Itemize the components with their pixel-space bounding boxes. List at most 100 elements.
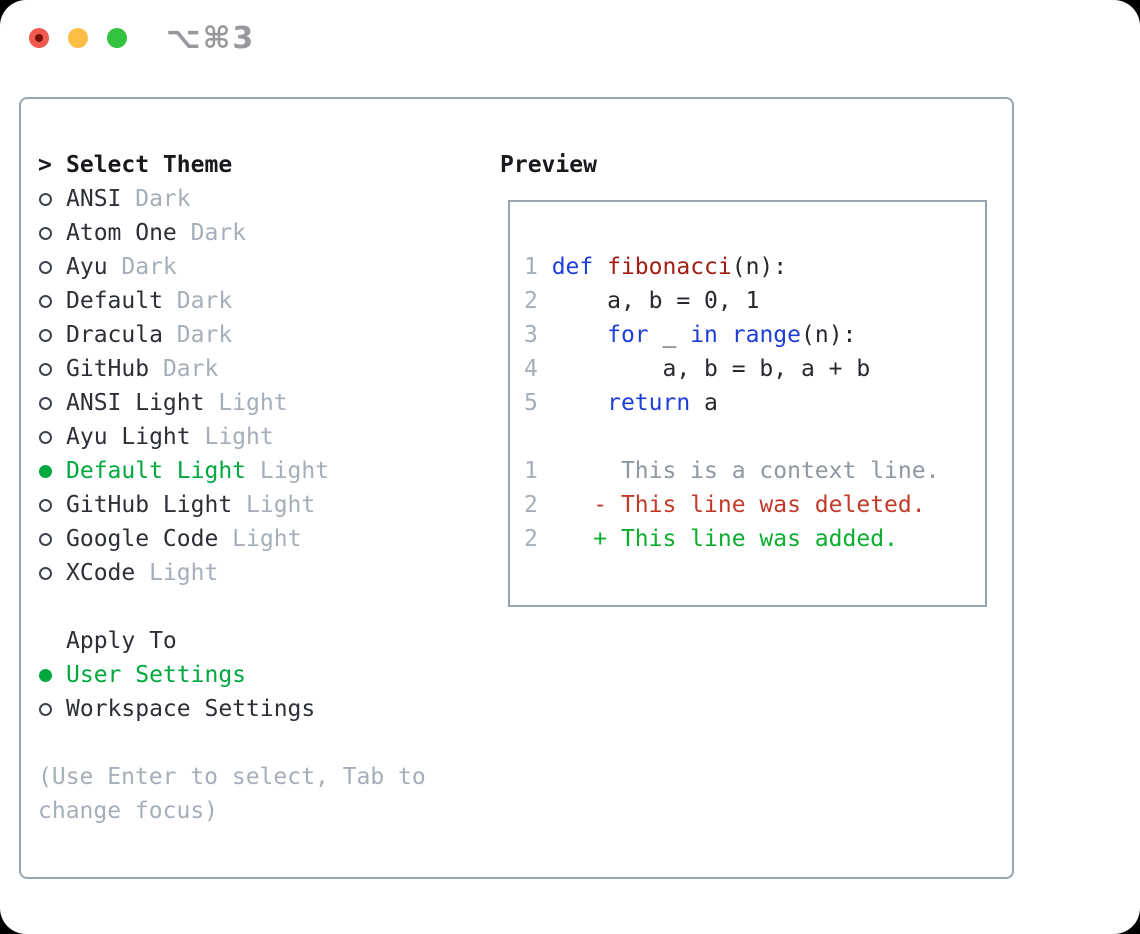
theme-variant: Dark [162,288,233,314]
radio-off-icon [38,284,66,318]
theme-option-xcode[interactable]: XCode Light [38,556,329,590]
theme-name: Default Light [66,458,247,484]
radio-off-icon [38,250,66,284]
theme-name: Ayu Light [66,424,191,450]
theme-name: XCode [66,560,136,586]
radio-circle [39,532,52,546]
radio-off-icon [38,318,66,352]
line-number: 2 [524,492,552,518]
theme-variant: Dark [149,356,219,382]
code-token-plain: (n): [731,254,788,280]
code-line: 1 This is a context line. [524,454,939,488]
code-token-kw: return [607,390,691,416]
code-token-plain: _ [648,322,691,348]
radio-circle [39,702,52,716]
radio-circle [39,192,52,206]
theme-name: Dracula [66,322,163,348]
radio-circle [39,260,52,274]
theme-variant: Light [232,492,316,518]
code-token-ctx: This is a context line. [551,458,940,484]
radio-off-icon [38,216,66,250]
radio-circle [39,566,52,580]
radio-circle [39,362,52,376]
theme-option-default[interactable]: Default Dark [38,284,329,318]
theme-name: GitHub Light [66,492,233,518]
theme-name: ANSI [66,186,122,212]
theme-option-dracula[interactable]: Dracula Dark [38,318,329,352]
apply-name: User Settings [66,662,247,688]
theme-name: Atom One [66,220,177,246]
radio-off-icon [38,692,66,726]
theme-option-ansi-light[interactable]: ANSI Light Light [38,386,329,420]
theme-name: ANSI Light [66,390,205,416]
theme-option-atom-one[interactable]: Atom One Dark [38,216,329,250]
theme-variant: Dark [107,254,177,280]
code-line: 2 - This line was deleted. [524,488,939,522]
apply-option-workspace-settings[interactable]: Workspace Settings [38,692,315,726]
preview-title: Preview [500,152,597,178]
code-line [524,420,939,454]
apply-to-header: Apply To [38,624,315,658]
theme-variant: Dark [176,220,247,246]
theme-option-google-code[interactable]: Google Code Light [38,522,329,556]
theme-variant: Light [246,458,330,484]
apply-name: Workspace Settings [66,696,316,722]
line-number: 3 [524,322,552,348]
close-button[interactable] [29,28,49,48]
code-token-fn: fibonacci [607,254,732,280]
apply-to-header-spacer [38,624,66,658]
code-line: 1 def fibonacci(n): [524,250,939,284]
line-number: 1 [524,458,552,484]
radio-off-icon [38,522,66,556]
theme-option-ayu[interactable]: Ayu Dark [38,250,329,284]
code-token-plain: (n): [801,322,857,348]
theme-variant: Light [218,526,302,552]
theme-option-ayu-light[interactable]: Ayu Light Light [38,420,329,454]
radio-on-icon [38,454,66,488]
line-number: 5 [524,390,552,416]
theme-option-github[interactable]: GitHub Dark [38,352,329,386]
theme-name: Google Code [66,526,219,552]
theme-list-title: Select Theme [66,152,233,178]
line-number: 4 [524,356,552,382]
theme-variant: Light [135,560,219,586]
apply-option-user-settings[interactable]: User Settings [38,658,315,692]
code-token-plain [718,322,732,348]
code-token-kw: def [551,254,594,280]
theme-option-github-light[interactable]: GitHub Light Light [38,488,329,522]
radio-off-icon [38,182,66,216]
radio-circle [39,430,52,444]
cursor-icon: > [38,152,52,178]
theme-name: Ayu [66,254,108,280]
code-line: 3 for _ in range(n): [524,318,939,352]
theme-option-default-light[interactable]: Default Light Light [38,454,329,488]
theme-variant: Dark [162,322,233,348]
code-line: 2 a, b = 0, 1 [524,284,939,318]
line-number: 2 [524,288,552,314]
code-line: 2 + This line was added. [524,522,939,556]
radio-circle [39,294,52,308]
code-token-plain: a [690,390,718,416]
radio-off-icon [38,556,66,590]
theme-option-ansi[interactable]: ANSI Dark [38,182,329,216]
minimize-button[interactable] [68,28,88,48]
code-token-del: - This line was deleted. [551,492,926,518]
radio-off-icon [38,352,66,386]
line-number: 2 [524,526,552,552]
theme-variant: Light [204,390,288,416]
radio-on-icon [38,658,66,692]
theme-name: GitHub [66,356,150,382]
code-token-add: + This line was added. [551,526,898,552]
apply-to-title: Apply To [66,628,177,654]
radio-off-icon [38,420,66,454]
zoom-button[interactable] [107,28,127,48]
code-token-plain: a, b = 0, 1 [551,288,760,314]
code-token-plain: a, b = b, a + b [551,356,871,382]
keyboard-hint: (Use Enter to select, Tab to change focu… [38,764,426,824]
radio-circle [39,328,52,342]
